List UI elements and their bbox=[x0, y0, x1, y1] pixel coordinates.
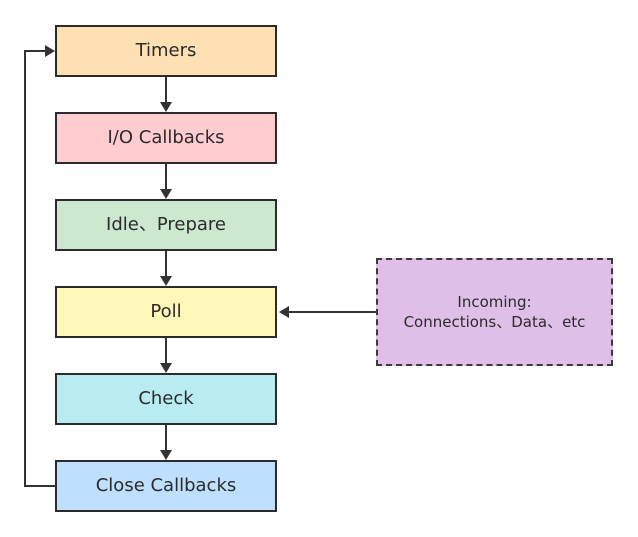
io-callbacks-phase-label: I/O Callbacks bbox=[107, 127, 225, 149]
idle-prepare-phase-label: Idle、Prepare bbox=[106, 214, 226, 236]
io-to-idle-arrow bbox=[160, 164, 172, 199]
incoming-source-box: Incoming: Connections、Data、etc bbox=[376, 258, 613, 366]
loop-back-arrow bbox=[24, 45, 55, 487]
poll-phase-box: Poll bbox=[55, 286, 277, 338]
io-callbacks-phase-box: I/O Callbacks bbox=[55, 112, 277, 164]
incoming-description: Connections、Data、etc bbox=[403, 313, 586, 331]
poll-to-check-arrow bbox=[160, 338, 172, 373]
incoming-title: Incoming: bbox=[457, 292, 532, 311]
close-callbacks-phase-box: Close Callbacks bbox=[55, 460, 277, 512]
incoming-to-poll-arrow bbox=[279, 306, 376, 318]
poll-phase-label: Poll bbox=[150, 301, 182, 323]
idle-prepare-phase-box: Idle、Prepare bbox=[55, 199, 277, 251]
timers-phase-label: Timers bbox=[135, 40, 197, 62]
check-phase-box: Check bbox=[55, 373, 277, 425]
check-to-close-arrow bbox=[160, 425, 172, 460]
timers-phase-box: Timers bbox=[55, 25, 277, 77]
timers-to-io-arrow bbox=[160, 77, 172, 112]
check-phase-label: Check bbox=[138, 388, 194, 410]
close-callbacks-phase-label: Close Callbacks bbox=[95, 475, 237, 497]
idle-to-poll-arrow bbox=[160, 251, 172, 286]
